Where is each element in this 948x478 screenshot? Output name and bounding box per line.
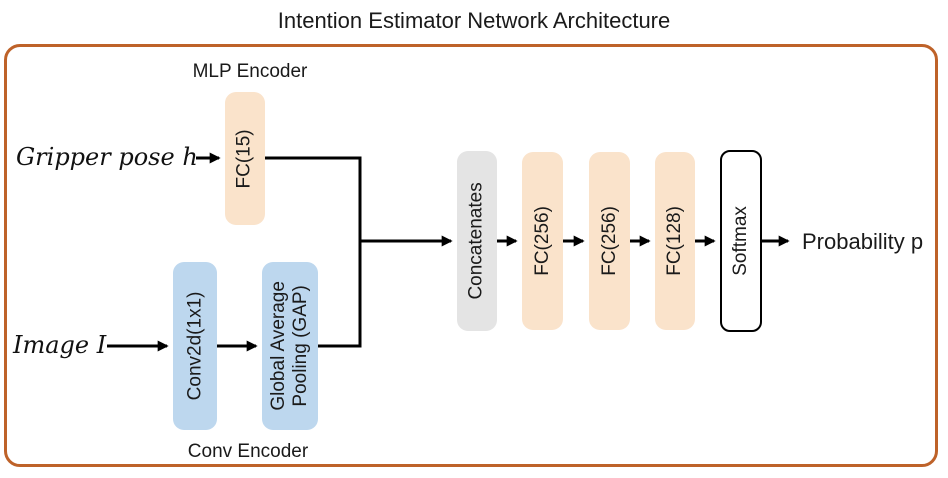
probability-output-label: Probability p: [802, 229, 924, 254]
fc15-node-label: FC(15): [234, 128, 256, 189]
gap-label-line2: Pooling (GAP): [290, 285, 312, 407]
fc256-node-1-label: FC(256): [531, 206, 553, 276]
mlp-encoder-label: MLP Encoder: [192, 61, 308, 82]
conv2d-node-label: Conv2d(1x1): [184, 291, 206, 401]
fc256-node-2-label: FC(256): [598, 206, 620, 276]
fc256-node-2: FC(256): [589, 152, 630, 330]
gap-label-line1: Global Average: [268, 281, 290, 411]
softmax-node-label: Softmax: [730, 206, 752, 276]
fc128-node-label: FC(128): [664, 206, 686, 276]
gripper-pose-input-label: Gripper pose h: [16, 143, 198, 171]
concatenate-node: Concatenates: [457, 151, 497, 331]
conv-encoder-label: Conv Encoder: [187, 441, 309, 462]
conv2d-node: Conv2d(1x1): [173, 262, 217, 430]
fc256-node-1: FC(256): [522, 152, 563, 330]
diagram-title: Intention Estimator Network Architecture: [277, 8, 671, 33]
concatenate-node-label: Concatenates: [466, 182, 488, 300]
image-input-label: Image I: [13, 331, 107, 359]
softmax-node: Softmax: [720, 150, 762, 332]
diagram-frame: [4, 44, 938, 467]
fc128-node: FC(128): [655, 152, 695, 330]
fc15-node: FC(15): [225, 92, 265, 225]
